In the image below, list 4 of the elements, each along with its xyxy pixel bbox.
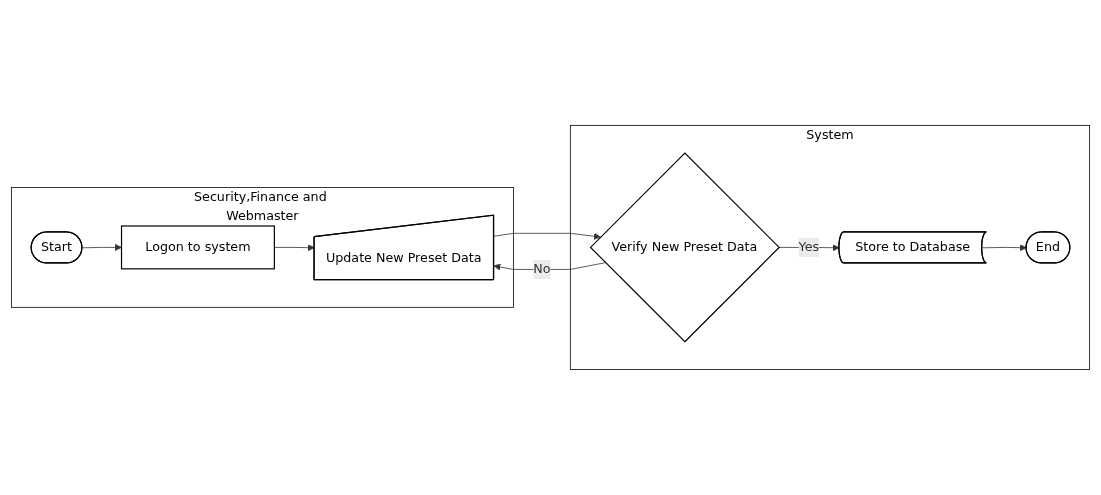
edge-label: Yes (798, 239, 820, 255)
edge-label: No (533, 261, 551, 277)
node-box: Logon to system (120, 225, 275, 270)
node-diamond: Verify New Preset Data (589, 152, 780, 343)
